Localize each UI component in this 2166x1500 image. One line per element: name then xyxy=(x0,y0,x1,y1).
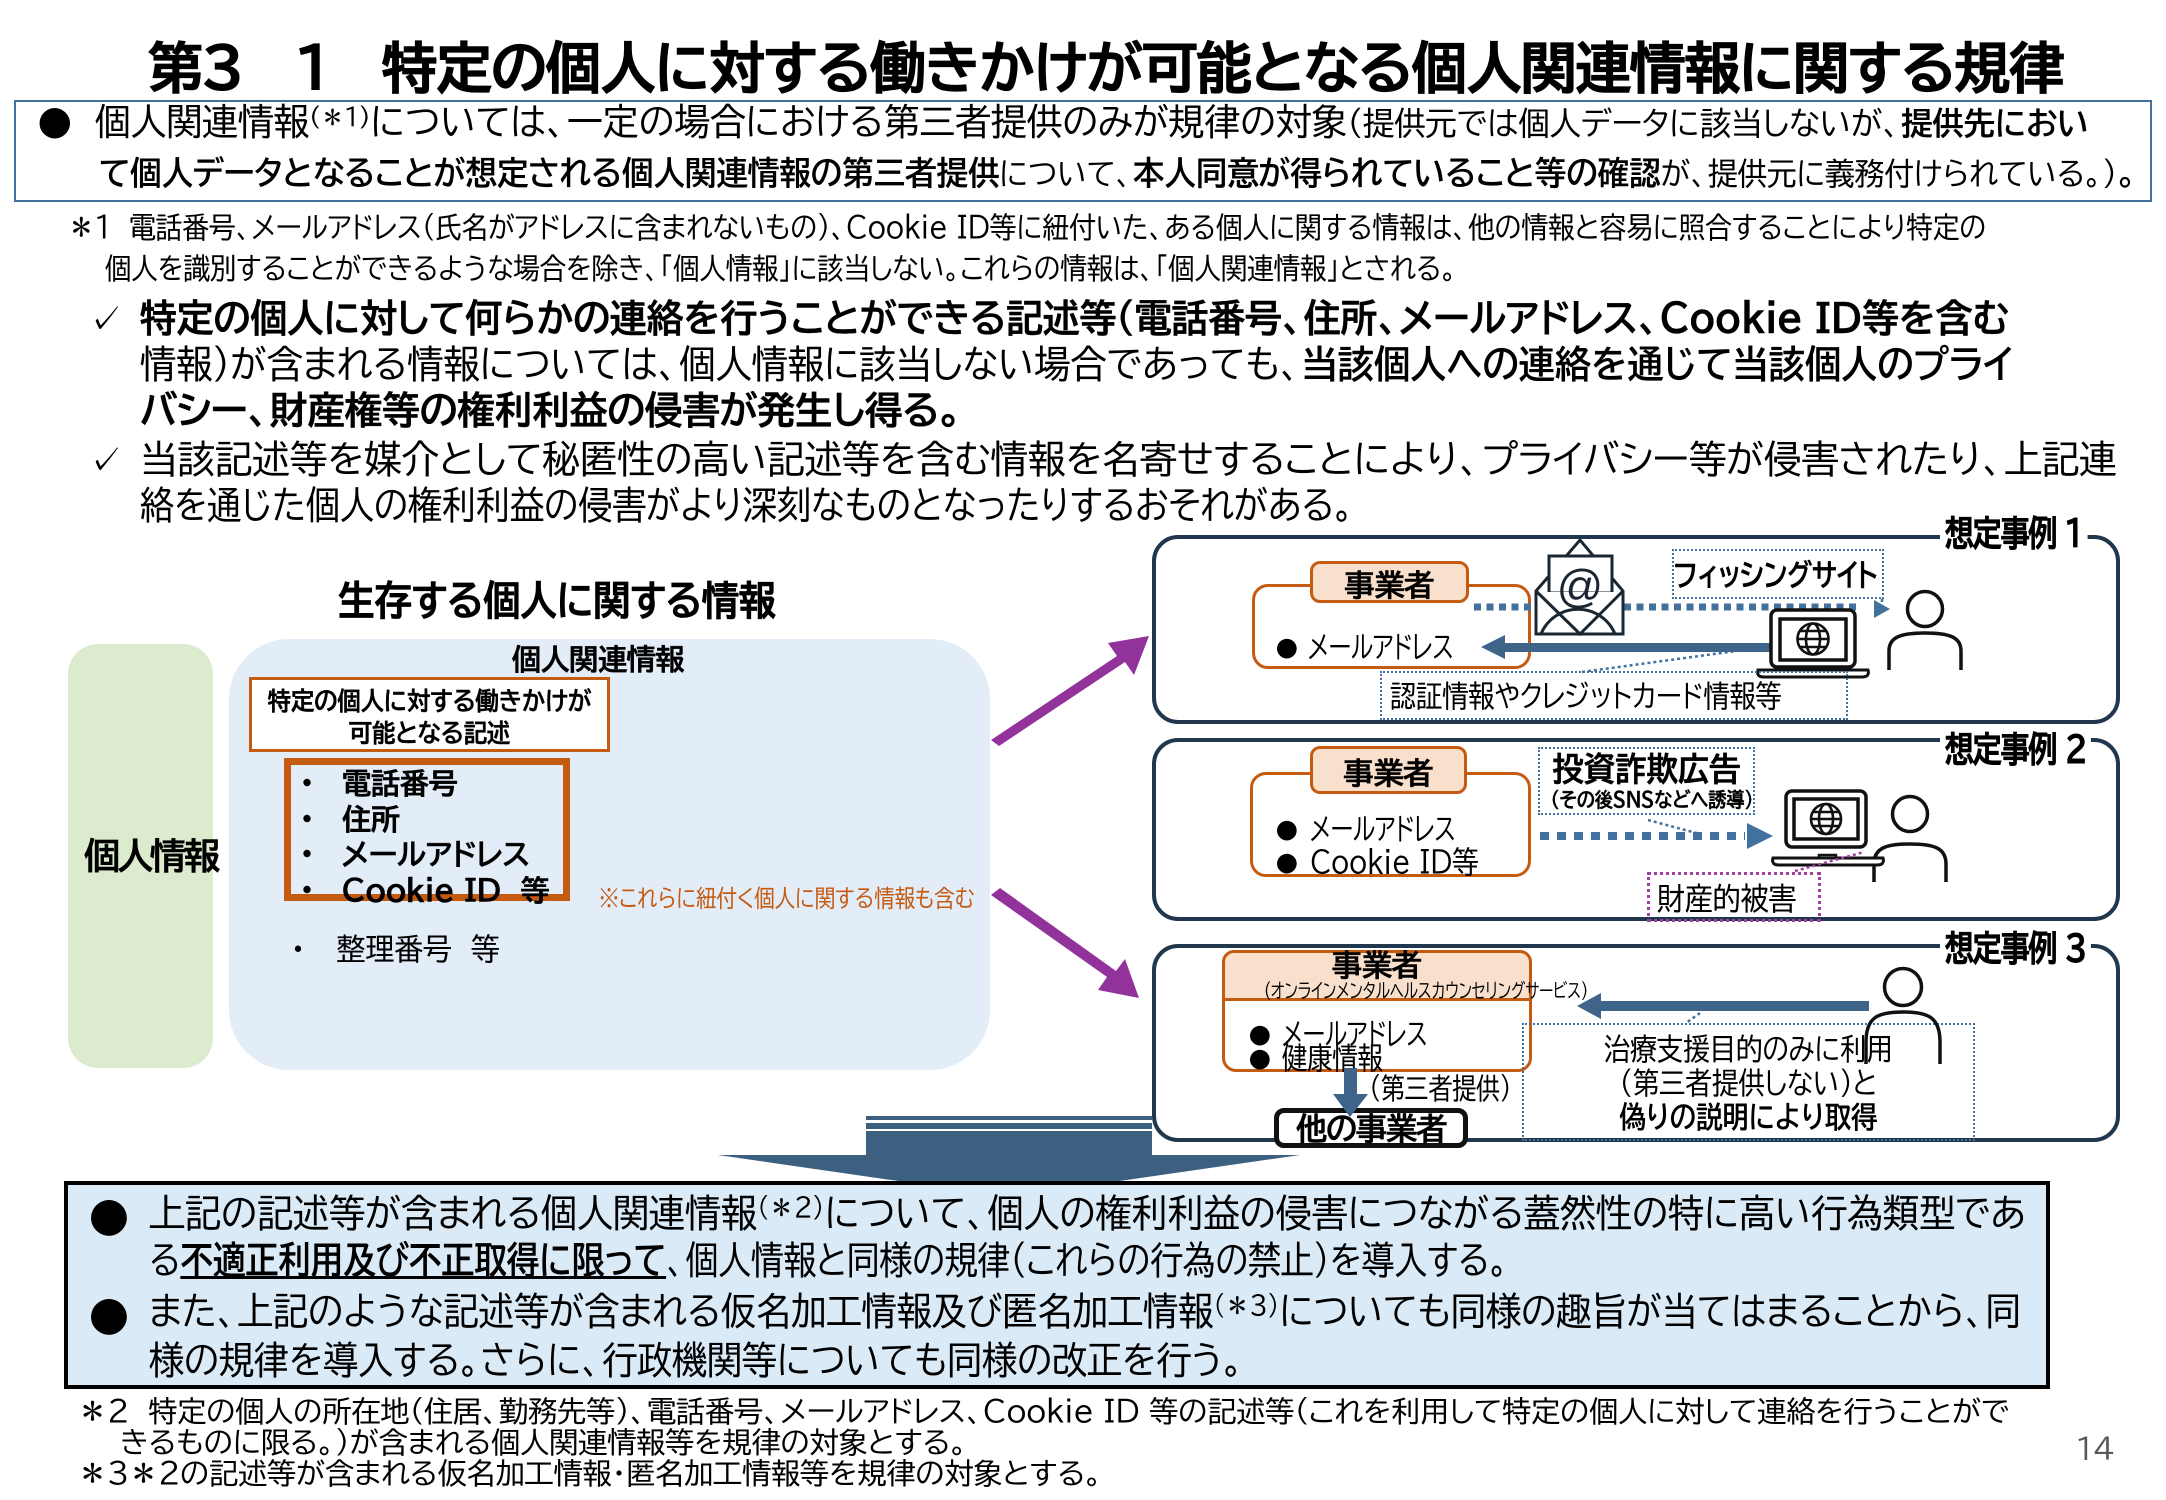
svg-text:@: @ xyxy=(1557,560,1604,612)
